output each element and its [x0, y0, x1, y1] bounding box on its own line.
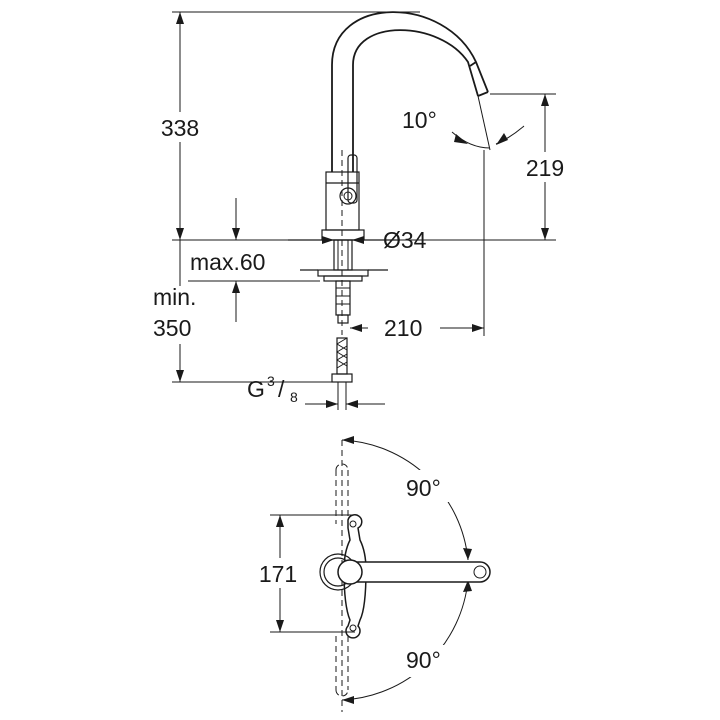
diameter34-label: Ø34	[383, 227, 427, 253]
min-label: min.	[153, 284, 196, 310]
dimension-thread: G 3 / 8	[247, 373, 385, 408]
supply-hose	[331, 150, 353, 410]
thread-denominator: 8	[290, 389, 298, 405]
dimension-338: 338	[155, 11, 420, 240]
dimension-171: 171	[250, 514, 355, 633]
swivel-bottom-label: 90°	[406, 647, 441, 673]
dimension-210: 210	[350, 150, 485, 342]
faucet-body	[318, 154, 368, 241]
base-171-label: 171	[259, 561, 297, 587]
min-350-label: 350	[153, 315, 191, 341]
dimension-219: 219	[470, 93, 572, 241]
reach-210-label: 210	[384, 315, 422, 341]
dimension-max60: max.60	[172, 198, 320, 322]
height-338-label: 338	[161, 115, 199, 141]
thread-numerator: 3	[267, 373, 275, 389]
dimension-min350: min. 350	[150, 240, 332, 383]
thread-slash: /	[278, 376, 285, 402]
swivel-arc-bottom: 90°	[341, 579, 472, 704]
dimension-angle10: 10°	[402, 95, 525, 151]
height-219-label: 219	[526, 155, 564, 181]
swivel-arc-top: 90°	[341, 436, 472, 561]
swivel-top-label: 90°	[406, 475, 441, 501]
spout-top	[337, 559, 491, 585]
top-view: 90° 90°	[250, 436, 491, 712]
side-view: 338 max.60 min. 350 Ø34	[150, 11, 572, 410]
thread-g-label: G	[247, 376, 265, 402]
dimension-diameter34: Ø34	[300, 227, 470, 253]
angle10-label: 10°	[402, 107, 437, 133]
max60-label: max.60	[190, 249, 265, 275]
spout	[331, 11, 489, 172]
